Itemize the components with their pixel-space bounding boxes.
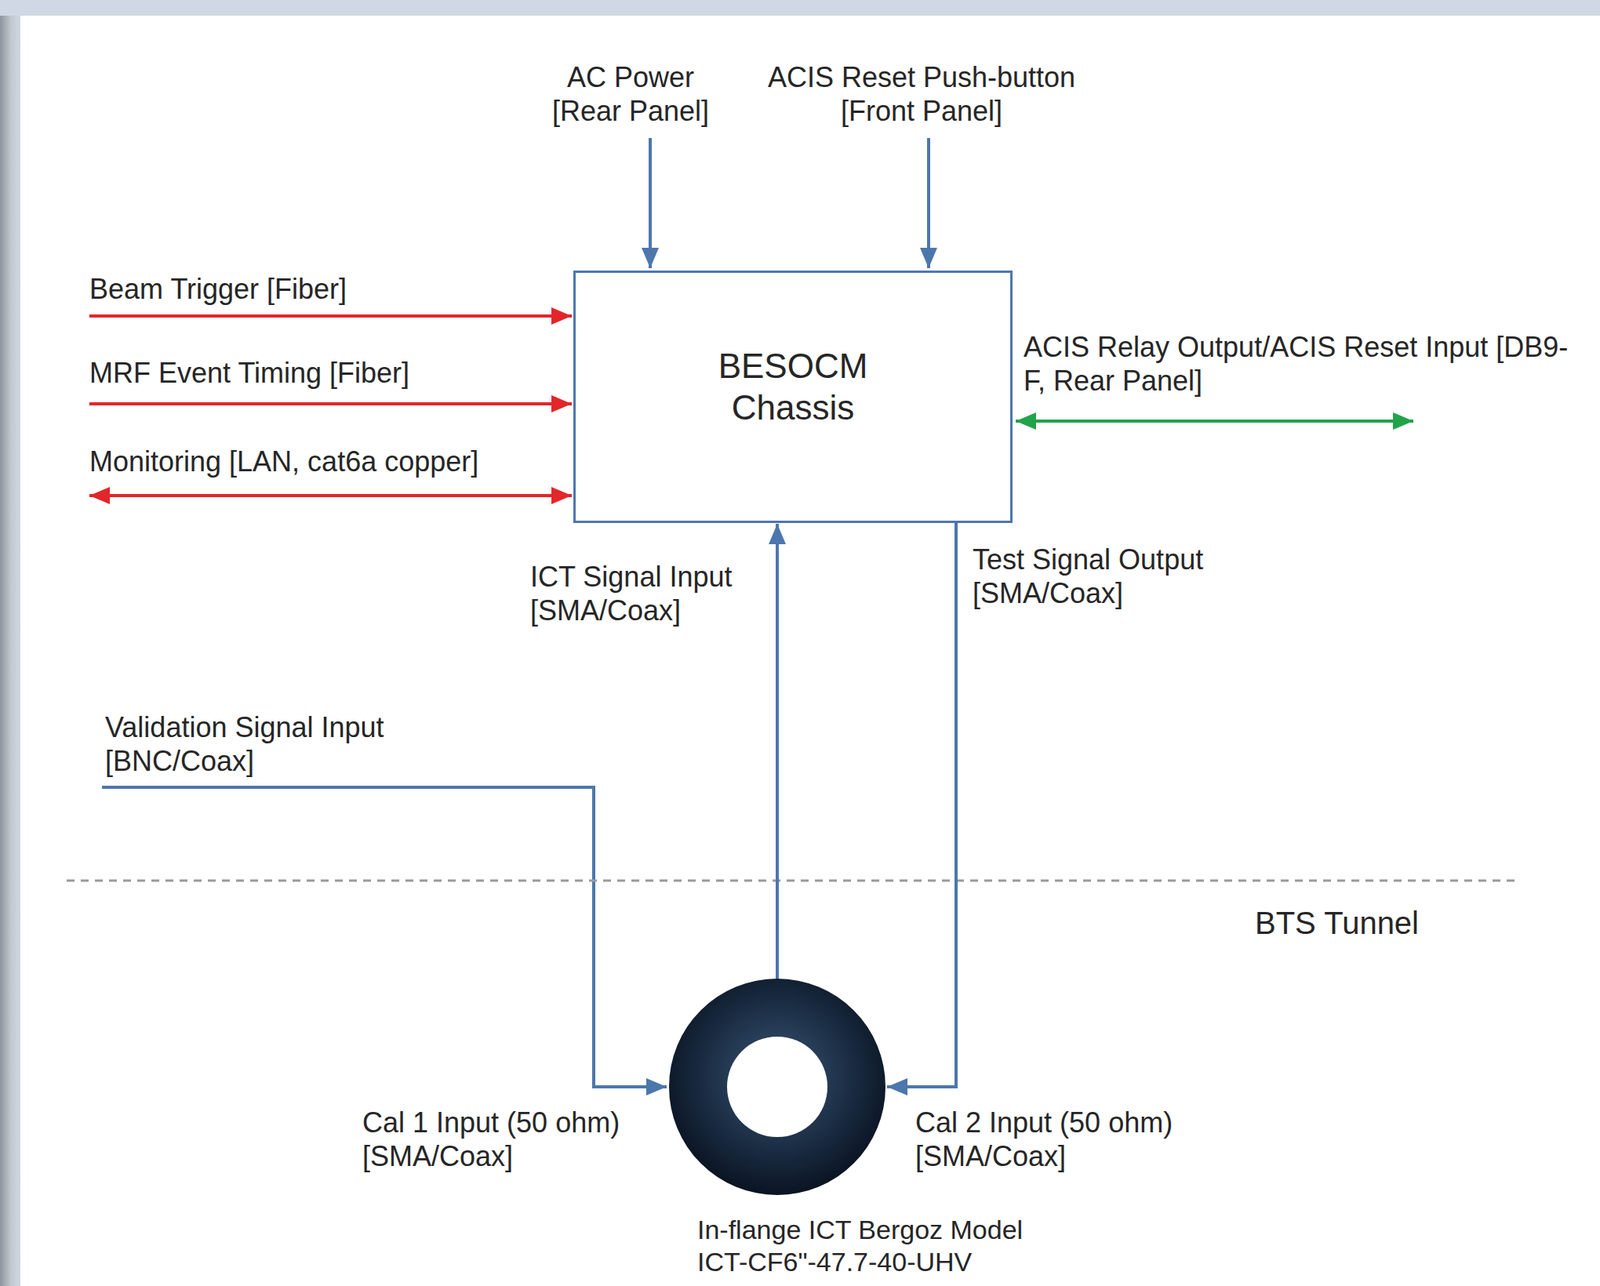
validation-wire bbox=[101, 787, 667, 1088]
torus-ring bbox=[669, 978, 886, 1196]
connector-label: ICT Signal Input [SMA/Coax] bbox=[530, 560, 766, 628]
signal-label: Monitoring [LAN, cat6a copper] bbox=[89, 444, 576, 479]
signal-label: Beam Trigger [Fiber] bbox=[89, 272, 451, 306]
lan-arrow bbox=[89, 494, 572, 498]
device-caption: In-flange ICT Bergoz Model ICT-CF6"-47.7… bbox=[697, 1214, 1066, 1279]
reset-arrow bbox=[927, 138, 931, 269]
signal-connector bbox=[775, 523, 779, 979]
connector-label: Test Signal Output [SMA/Coax] bbox=[972, 542, 1240, 611]
current-transformer: In-flange ICT Bergoz Model ICT-CF6"-47.7… bbox=[669, 978, 886, 1196]
signal-label: ACIS Reset Push-button [Front Panel] bbox=[741, 60, 1102, 128]
region-label: BTS Tunnel bbox=[1254, 904, 1506, 942]
page-panel bbox=[20, 15, 1600, 1286]
signal-label: Cal 2 Input (50 ohm) [SMA/Coax] bbox=[915, 1105, 1214, 1174]
signal-label: AC Power [Rear Panel] bbox=[536, 60, 725, 128]
tunnel-boundary bbox=[66, 880, 1520, 883]
signal-label: Cal 1 Input (50 ohm) [SMA/Coax] bbox=[362, 1105, 661, 1174]
fiber-arrow bbox=[89, 402, 572, 406]
torus-outline bbox=[669, 978, 886, 1196]
box-title: BESOCM Chassis bbox=[687, 345, 899, 430]
fiber-arrow bbox=[89, 314, 572, 318]
signal-label: MRF Event Timing [Fiber] bbox=[89, 356, 529, 390]
signal-label: ACIS Relay Output/ACIS Reset Input [DB9-… bbox=[1023, 330, 1573, 398]
power-arrow bbox=[648, 138, 652, 269]
window-band bbox=[0, 0, 1600, 16]
chassis-box: BESOCM Chassis bbox=[573, 270, 1013, 524]
signal-connector bbox=[887, 523, 957, 1088]
signal-label: Validation Signal Input [BNC/Coax] bbox=[105, 710, 443, 779]
relay-arrow bbox=[1015, 419, 1414, 423]
